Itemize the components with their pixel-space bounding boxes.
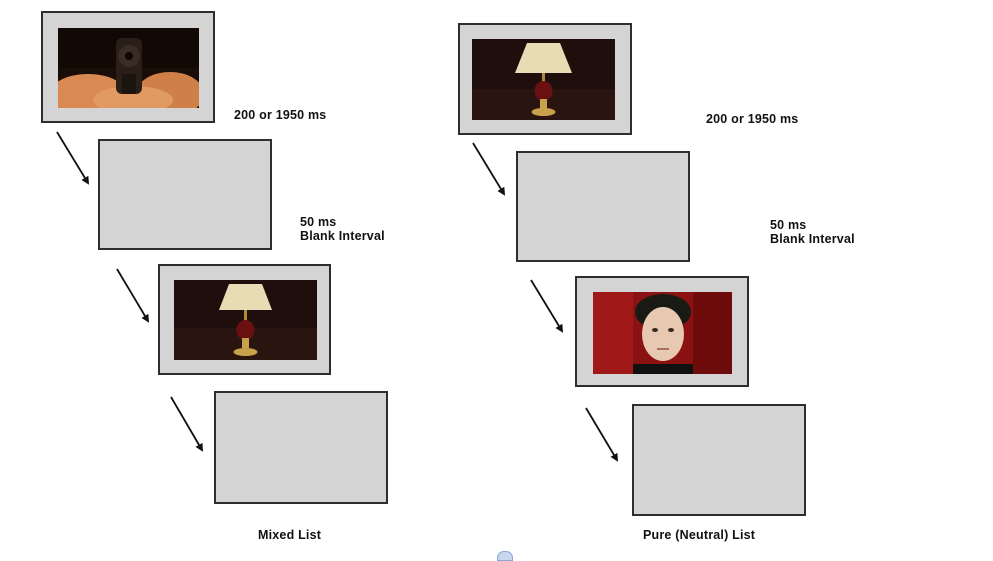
mixed-duration-label: 200 or 1950 ms: [234, 108, 327, 122]
mixed-step-1-frame: [41, 11, 215, 123]
mixed-blank-ms: 50 ms: [300, 215, 337, 229]
arrow-mixed-1: [56, 131, 90, 185]
gun-pointing-photo: [58, 28, 199, 108]
pure-step-1-frame: [458, 23, 632, 135]
arrow-pure-3: [585, 407, 619, 462]
pure-blank-label: 50 ms Blank Interval: [770, 218, 855, 246]
mixed-list-caption: Mixed List: [258, 528, 322, 542]
mixed-step-2-blank-frame: [98, 139, 272, 250]
table-lamp-photo: [472, 39, 615, 120]
arrow-pure-2: [530, 279, 564, 333]
mixed-blank-label: 50 ms Blank Interval: [300, 215, 385, 243]
arrow-mixed-2: [116, 268, 150, 323]
pure-list-caption: Pure (Neutral) List: [643, 528, 756, 542]
mixed-step-3-frame: [158, 264, 331, 375]
face-portrait-photo: [593, 292, 732, 374]
mixed-blank-text: Blank Interval: [300, 229, 385, 243]
pure-step-2-blank-frame: [516, 151, 690, 262]
table-lamp-photo: [174, 280, 317, 360]
pure-blank-text: Blank Interval: [770, 232, 855, 246]
arrow-pure-1: [472, 142, 506, 196]
pure-duration-label: 200 or 1950 ms: [706, 112, 799, 126]
mixed-step-4-blank-frame: [214, 391, 388, 504]
arrow-mixed-3: [170, 396, 204, 452]
pure-blank-ms: 50 ms: [770, 218, 807, 232]
pure-step-3-frame: [575, 276, 749, 387]
page-indicator-dot: [497, 551, 513, 561]
pure-step-4-blank-frame: [632, 404, 806, 516]
